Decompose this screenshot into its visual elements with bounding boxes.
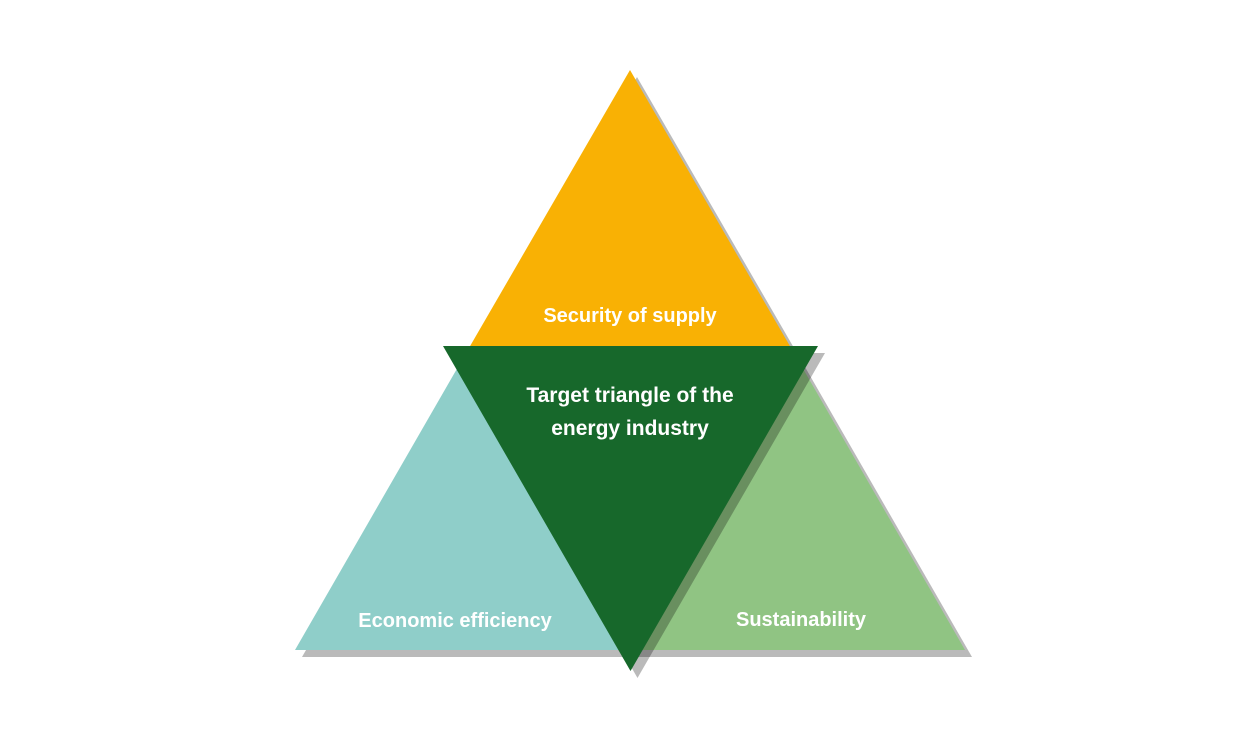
sustainability-triangle [630, 360, 965, 650]
economic-efficiency-triangle [295, 360, 630, 650]
center-target-triangle [443, 346, 818, 671]
security-of-supply-label: Security of supply [543, 305, 717, 327]
economic-efficiency-label: Economic efficiency [358, 610, 552, 632]
sustainability-label: Sustainability [736, 609, 867, 631]
security-of-supply-triangle [462, 70, 798, 360]
center-title-line1: Target triangle of the [526, 384, 733, 407]
center-title-line2: energy industry [551, 417, 709, 440]
